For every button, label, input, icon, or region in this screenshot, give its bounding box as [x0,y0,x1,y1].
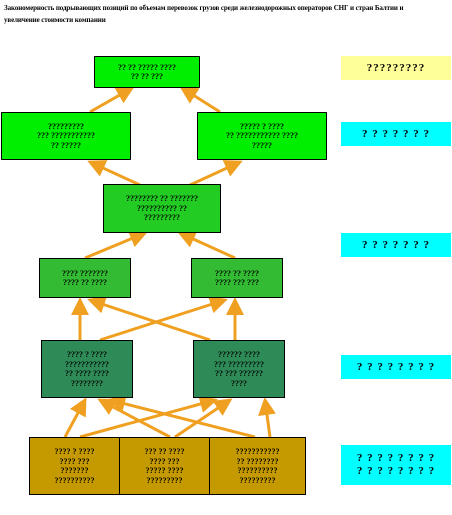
side-label-row1: ????????? [341,56,451,80]
arrow [63,397,87,438]
side-label-row3: ? ? ? ? ? ? ? [341,233,451,257]
box-level3-center: ???????? ?? ??????? ?????????? ?? ??????… [103,184,221,233]
box-level2-left: ????????? ??? ??????????? ?? ????? [1,112,131,160]
side-label-row5: ? ? ? ? ? ? ? ? ? ? ? ? ? ? ? ? [341,445,451,485]
arrow [177,231,236,260]
box-level5-left: ???? ? ???? ??????????? ?? ???? ???? ???… [41,340,133,398]
diagram-title: Закономерность подрывающих позиций по об… [4,4,404,24]
side-label-row2: ? ? ? ? ? ? ? [341,122,451,146]
box-level4-left: ???? ??????? ???? ?? ???? [39,258,131,298]
arrow [89,86,135,114]
arrow [87,160,141,187]
arrow [179,86,221,114]
box-level5-right: ?????? ???? ??? ????????? ?? ??? ?????? … [193,340,285,398]
arrow [174,398,233,439]
arrow [189,160,243,187]
box-level6-left: ???? ? ???? ???? ??? ??????? ?????????? [29,437,120,495]
side-label-row4: ? ? ? ? ? ? ? ? [341,355,451,379]
arrow [84,230,148,260]
box-level6-mid: ??? ?? ???? ???? ??? ????? ???? ????????… [119,437,210,495]
arrow [258,397,276,438]
box-level4-right: ???? ?? ???? ???? ??? ??? [191,258,283,298]
box-top: ?? ?? ????? ???? ?? ?? ??? [94,56,200,88]
arrow [87,296,211,342]
arrow [99,295,228,342]
arrow [107,394,256,439]
box-level6-right: ??????????? ?? ???????? ?????????? ?????… [209,437,306,495]
box-level2-right: ????? ? ???? ?? ??????????? ???? ????? [197,112,327,160]
arrow [79,395,218,439]
